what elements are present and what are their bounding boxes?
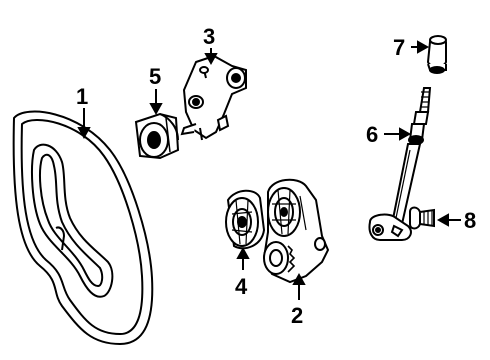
callout-4: 4 [235,274,248,299]
callout-3: 3 [203,24,215,49]
tensioner-bracket-icon [180,54,247,141]
serpentine-belt-icon [12,110,154,345]
cap-fitting-icon [426,35,447,74]
callout-2: 2 [291,303,303,328]
idler-pulley-small-icon [134,112,180,160]
bolt-icon [409,206,435,230]
callout-7: 7 [393,35,405,60]
callout-5: 5 [149,64,161,89]
idler-pulley-icon [225,189,266,250]
callout-8: 8 [464,208,476,233]
belt-tensioner-icon [262,178,330,284]
callout-1: 1 [76,84,88,109]
leader-arrows [77,40,461,300]
callout-6: 6 [366,122,378,147]
tensioner-rod-icon [368,87,432,241]
